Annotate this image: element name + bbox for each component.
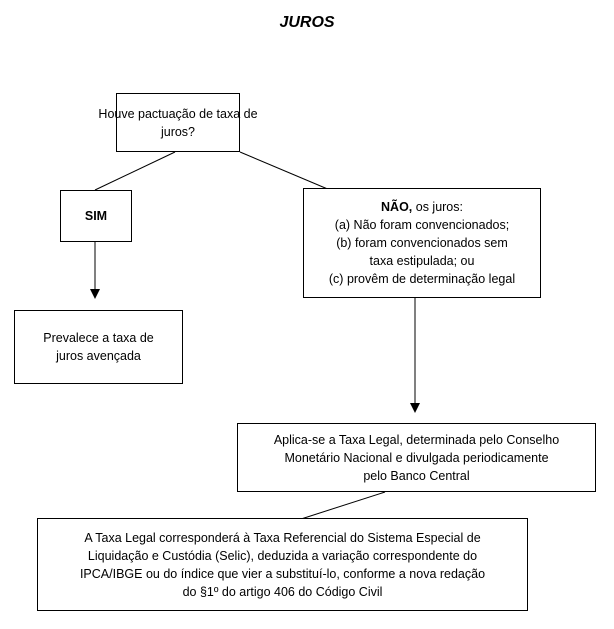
no-reason-b: (b) foram convencionados sem	[336, 236, 508, 250]
no-reason-c: (c) provêm de determinação legal	[328, 272, 516, 286]
selic-line-3: IPCA/IBGE ou do índice que vier a substi…	[79, 566, 486, 581]
yes-box: SIM	[60, 190, 132, 242]
legal-rate-box: Aplica-se a Taxa Legal, determinada pelo…	[237, 423, 596, 492]
connector-question-to-yes	[94, 151, 176, 191]
diagram-title: JUROS	[279, 14, 335, 31]
selic-line-1: A Taxa Legal corresponderá à Taxa Refere…	[84, 530, 481, 545]
question-box: Houve pactuação de taxa de juros?	[98, 93, 258, 152]
no-heading: NÃO, os juros:	[381, 198, 463, 216]
selic-line-4: do §1º do artigo 406 do Código Civil	[182, 584, 383, 599]
no-reason-a: (a) Não foram convencionados;	[334, 218, 510, 232]
no-reason-b-cont: taxa estipulada; ou	[369, 254, 475, 268]
connector-legal-rate-to-selic	[297, 491, 386, 521]
legal-rate-line-2: Monetário Nacional e divulgada periodica…	[284, 450, 549, 465]
legal-rate-line-1: Aplica-se a Taxa Legal, determinada pelo…	[273, 432, 560, 447]
no-box: NÃO, os juros: (a) Não foram convenciona…	[303, 188, 541, 298]
selic-box: A Taxa Legal corresponderá à Taxa Refere…	[37, 518, 528, 611]
legal-rate-line-3: pelo Banco Central	[363, 468, 470, 483]
no-heading-rest: os juros:	[412, 200, 463, 214]
connector-question-to-no	[239, 151, 331, 191]
yes-result-box: Prevalece a taxa de juros avençada	[14, 310, 183, 384]
no-heading-bold: NÃO,	[381, 200, 413, 214]
selic-line-2: Liquidação e Custódia (Selic), deduzida …	[87, 548, 478, 563]
yes-result-line-2: juros avençada	[56, 349, 141, 363]
question-text-line-2: juros?	[160, 124, 196, 139]
question-text-line-1: Houve pactuação de taxa de	[98, 106, 258, 121]
yes-result-line-1: Prevalece a taxa de	[43, 331, 154, 345]
yes-label: SIM	[84, 209, 108, 223]
